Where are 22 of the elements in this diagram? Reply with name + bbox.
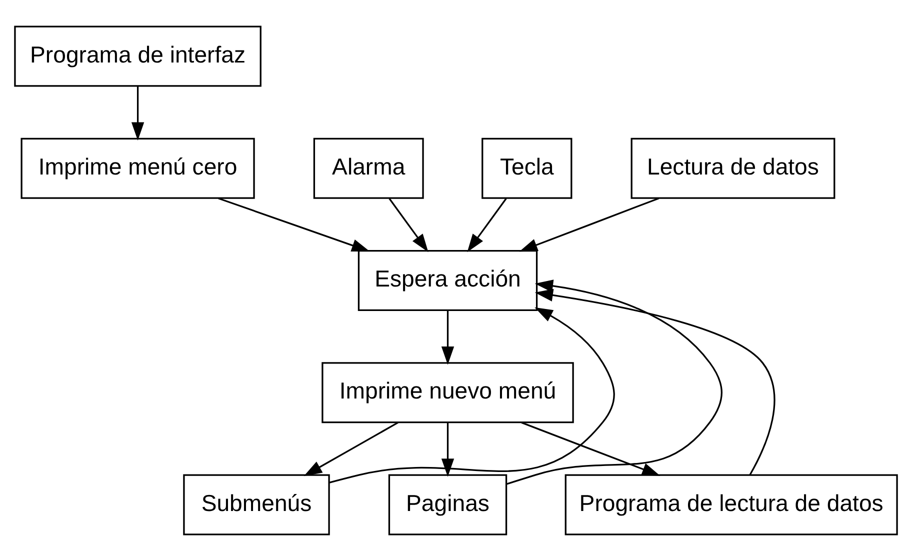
node-box: Programa de interfaz <box>14 25 262 86</box>
node-box: Programa de lectura de datos <box>564 474 898 535</box>
arrow <box>506 279 722 484</box>
node-box: Paginas <box>388 474 508 535</box>
arrow <box>131 86 144 140</box>
arrow <box>304 421 398 476</box>
node-box: Alarma <box>313 137 424 198</box>
arrow <box>519 197 660 252</box>
arrow <box>441 422 454 476</box>
node-box: Imprime nuevo menú <box>322 362 574 423</box>
node-box: Lectura de datos <box>630 137 836 198</box>
arrow <box>534 288 776 475</box>
arrow <box>329 306 615 483</box>
node-box: Imprime menú cero <box>20 137 255 198</box>
node-box: Espera acción <box>358 250 538 310</box>
arrow <box>388 198 428 252</box>
node-box: Submenús <box>183 474 330 535</box>
node-box: Tecla <box>482 137 572 198</box>
arrow <box>441 310 454 364</box>
arrow <box>467 198 507 252</box>
arrow <box>218 197 370 252</box>
arrow <box>521 421 660 476</box>
